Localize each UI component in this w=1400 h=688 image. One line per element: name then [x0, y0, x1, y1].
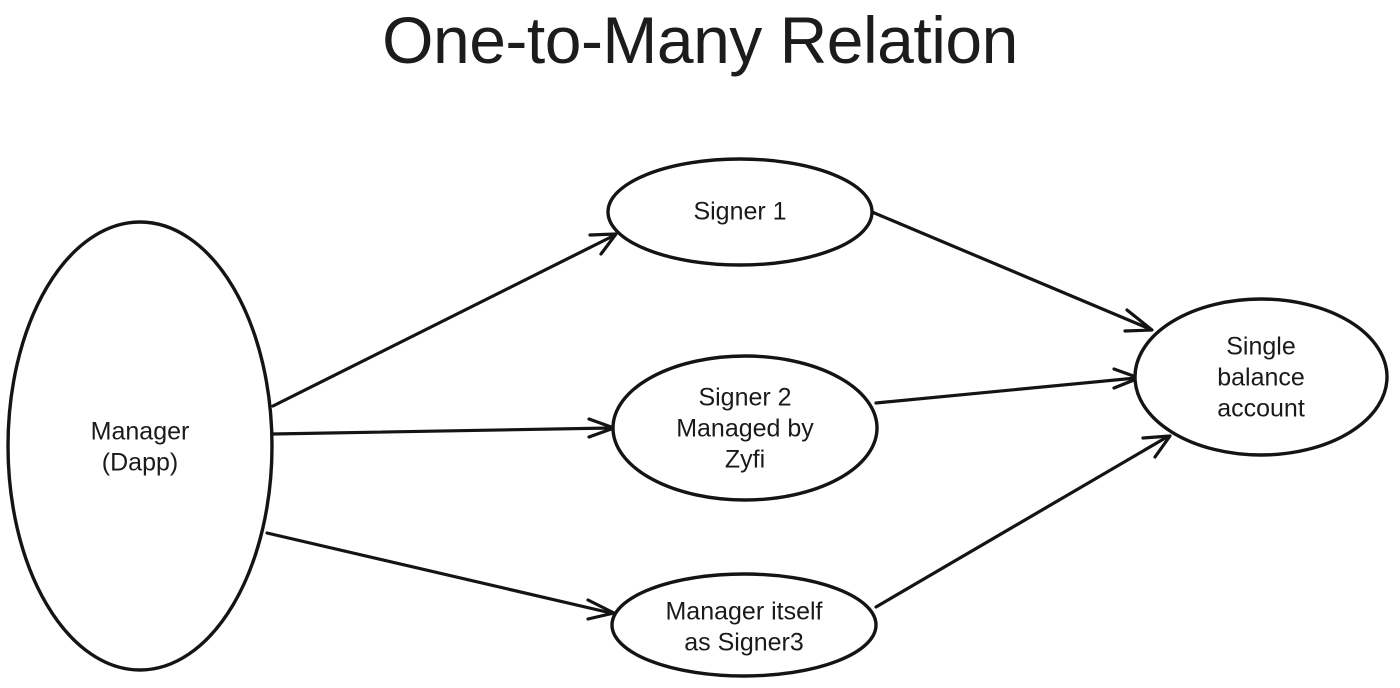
balance-label-line3: account	[1217, 395, 1305, 423]
signer2-label-line1: Signer 2	[698, 384, 791, 412]
edge-signer1-to-balance	[870, 210, 1154, 333]
edge-manager-to-signer2	[270, 417, 616, 439]
manager-label-line1: Manager	[91, 418, 190, 446]
edge-line	[874, 376, 1138, 405]
signer1-ellipse[interactable]	[606, 157, 874, 267]
signer3-ellipse[interactable]	[610, 572, 878, 678]
edge-manager-to-signer1	[271, 232, 618, 408]
balance-ellipse[interactable]	[1133, 297, 1389, 457]
signer2-label-line3: Zyfi	[725, 446, 765, 474]
arrowhead-icon	[588, 232, 618, 256]
edge-line	[265, 531, 613, 615]
balance-label-line1: Single	[1226, 333, 1296, 361]
signer1-label-line1: Signer 1	[693, 198, 786, 226]
node-manager[interactable]: Manager (Dapp)	[6, 220, 274, 672]
edge-manager-to-signer3	[265, 531, 616, 621]
balance-label-line2: balance	[1217, 364, 1305, 392]
manager-label-line2: (Dapp)	[102, 449, 178, 477]
signer2-label-line2: Managed by	[676, 415, 814, 443]
node-signer1[interactable]: Signer 1	[606, 157, 874, 267]
node-signer2[interactable]: Signer 2 Managed by Zyfi	[611, 354, 879, 502]
edge-line	[870, 210, 1152, 331]
page-title: One-to-Many Relation	[382, 3, 1018, 77]
signer3-label-line2: as Signer3	[684, 629, 804, 657]
signer2-ellipse[interactable]	[611, 354, 879, 502]
edge-line	[271, 234, 615, 408]
arrowhead-icon	[1141, 434, 1172, 459]
node-balance[interactable]: Single balance account	[1133, 297, 1389, 457]
manager-ellipse[interactable]	[6, 220, 274, 672]
edge-signer3-to-balance	[874, 434, 1172, 609]
arrowhead-icon	[1123, 308, 1154, 333]
edge-line	[874, 435, 1169, 609]
edge-signer2-to-balance	[874, 367, 1141, 405]
node-signer3[interactable]: Manager itself as Signer3	[610, 572, 878, 678]
edge-line	[270, 426, 613, 436]
signer3-label-line1: Manager itself	[665, 598, 822, 626]
